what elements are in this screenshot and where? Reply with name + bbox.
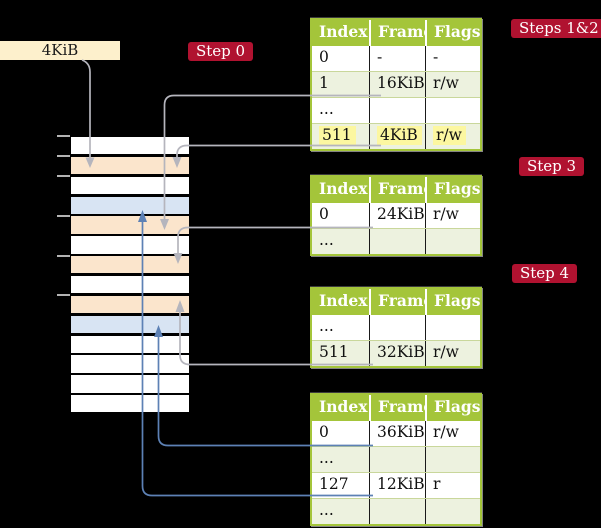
table-row: ... xyxy=(312,228,480,254)
cell-frame: 32KiB xyxy=(369,341,425,366)
cell-index: 0 xyxy=(319,423,329,441)
cell-index: 511 xyxy=(312,124,369,149)
memory-frame-row xyxy=(71,335,189,353)
memory-frame-row-page-table xyxy=(71,216,189,234)
table-row: 0 24KiB r/w xyxy=(312,203,480,228)
page-table-level-3: Index Frame Flags 0 24KiB r/w ... xyxy=(310,175,482,256)
memory-tick-mark xyxy=(57,155,70,158)
column-header-flags: Flags xyxy=(425,395,480,421)
cell-frame: 16KiB xyxy=(369,72,425,97)
badge-step-4: Step 4 xyxy=(512,264,578,283)
memory-frame-row-mapped-page xyxy=(71,196,189,214)
table-row: 1 16KiB r/w xyxy=(312,71,480,97)
cell-index: 127 xyxy=(319,475,349,493)
memory-tick-mark xyxy=(57,254,70,257)
table-row: ... xyxy=(312,97,480,123)
badge-steps-1-2: Steps 1&2 xyxy=(511,19,601,38)
memory-tick-mark xyxy=(57,135,70,137)
table-row: ... xyxy=(312,498,480,524)
memory-tick-mark xyxy=(57,175,70,178)
cell-index: 1 xyxy=(319,74,329,92)
cell-index: 0 xyxy=(319,205,329,223)
cell-index: ... xyxy=(319,449,334,467)
page-table-level-4: Index Frame Flags 0 - - 1 16KiB r/w ... … xyxy=(310,18,482,151)
cell-flags xyxy=(425,229,480,254)
cell-flags: r/w xyxy=(425,341,480,366)
page-table-level-2: Index Frame Flags ... 511 32KiB r/w xyxy=(310,287,482,368)
memory-frame-row xyxy=(71,375,189,393)
highlighted-value: r/w xyxy=(433,126,466,145)
cell-frame: 12KiB xyxy=(369,473,425,498)
cell-flags: r/w xyxy=(425,72,480,97)
column-header-flags: Flags xyxy=(425,20,480,46)
cell-frame xyxy=(369,98,425,123)
column-header-flags: Flags xyxy=(425,289,480,315)
cell-flags: - xyxy=(425,46,480,71)
cell-flags: r/w xyxy=(425,124,480,149)
table-row: 127 12KiB r xyxy=(312,472,480,498)
highlighted-value: 511 xyxy=(319,126,356,145)
badge-step-3: Step 3 xyxy=(519,157,585,176)
column-header-index: Index xyxy=(319,397,368,416)
column-header-frame: Frame xyxy=(369,20,425,46)
table-row: ... xyxy=(312,315,480,340)
memory-frame-row xyxy=(71,395,189,413)
cell-frame xyxy=(369,315,425,340)
cell-flags xyxy=(425,98,480,123)
memory-frame-row-page-table xyxy=(71,256,189,274)
memory-frame-row xyxy=(71,276,189,294)
cell-flags: r/w xyxy=(425,203,480,228)
cell-frame: 4KiB xyxy=(369,124,425,149)
cell-index: 511 xyxy=(319,343,349,361)
cell-flags xyxy=(425,315,480,340)
cell-index: ... xyxy=(319,100,334,118)
table-header-row: Index Frame Flags xyxy=(312,177,480,203)
cell-frame: - xyxy=(369,46,425,71)
memory-frame-row-page-table xyxy=(71,295,189,314)
cell-flags: r/w xyxy=(425,421,480,446)
memory-frame-row-page-table xyxy=(71,156,189,175)
column-header-index: Index xyxy=(319,179,368,198)
cr3-frame-address-box: 4KiB xyxy=(0,41,120,60)
badge-step-0: Step 0 xyxy=(188,42,254,61)
memory-frame-row-mapped-page xyxy=(71,315,189,334)
table-row-recursive-entry: 511 4KiB r/w xyxy=(312,123,480,149)
memory-frame-row xyxy=(71,236,189,254)
cell-flags: r xyxy=(425,473,480,498)
column-header-frame: Frame xyxy=(369,395,425,421)
cell-frame xyxy=(369,229,425,254)
column-header-index: Index xyxy=(319,291,368,310)
table-header-row: Index Frame Flags xyxy=(312,20,480,46)
column-header-flags: Flags xyxy=(425,177,480,203)
highlighted-value: 4KiB xyxy=(377,126,422,145)
cell-flags xyxy=(425,447,480,472)
cell-index: ... xyxy=(319,317,334,335)
memory-tick-mark xyxy=(57,214,70,217)
table-row: 0 36KiB r/w xyxy=(312,421,480,446)
memory-frame-row xyxy=(71,355,189,373)
cell-index: ... xyxy=(319,231,334,249)
cell-index: ... xyxy=(319,501,334,519)
table-header-row: Index Frame Flags xyxy=(312,289,480,315)
column-header-index: Index xyxy=(319,22,368,41)
table-row: 511 32KiB r/w xyxy=(312,340,480,366)
cell-flags xyxy=(425,499,480,524)
page-table-level-1: Index Frame Flags 0 36KiB r/w ... 127 12… xyxy=(310,393,482,526)
table-row: 0 - - xyxy=(312,46,480,71)
memory-frame-row xyxy=(71,137,189,155)
column-header-frame: Frame xyxy=(369,177,425,203)
cell-index: 0 xyxy=(319,48,329,66)
cell-frame: 36KiB xyxy=(369,421,425,446)
cell-frame xyxy=(369,447,425,472)
memory-frame-row xyxy=(71,176,189,195)
table-row: ... xyxy=(312,446,480,472)
table-header-row: Index Frame Flags xyxy=(312,395,480,421)
memory-tick-mark xyxy=(57,294,70,297)
cell-frame xyxy=(369,499,425,524)
cell-frame: 24KiB xyxy=(369,203,425,228)
column-header-frame: Frame xyxy=(369,289,425,315)
